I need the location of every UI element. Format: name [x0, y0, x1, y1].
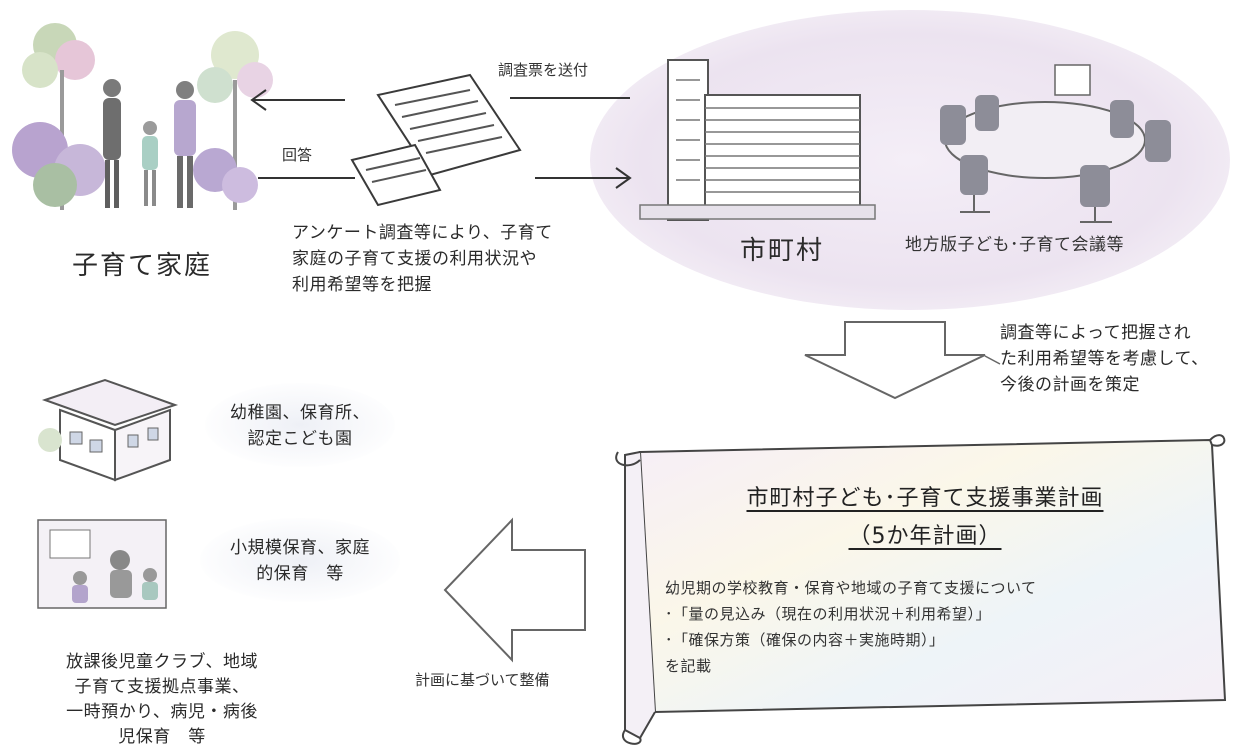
council-label: 地方版子ども･子育て会議等 — [905, 235, 1124, 255]
facility-2-line: 的保育 等 — [256, 564, 344, 584]
planning-note-line: た利用希望等を考慮して、 — [1000, 349, 1209, 369]
reply-label: 回答 — [282, 146, 313, 164]
send-survey-label: 調査票を送付 — [498, 61, 589, 79]
plan-title: 市町村子ども･子育て支援事業計画 — [746, 486, 1104, 511]
plan-body: 幼児期の学校教育・保育や地域の子育て支援について ･「量の見込み（現在の利用状況… — [665, 575, 1195, 679]
planning-note-line: 調査等によって把握され — [1000, 323, 1192, 343]
down-arrow — [804, 321, 986, 400]
send-arrow — [250, 89, 630, 111]
planning-note: 調査等によって把握され た利用希望等を考慮して、 今後の計画を策定 — [1000, 320, 1240, 398]
plan-heading: 市町村子ども･子育て支援事業計画 （5か年計画） — [660, 480, 1190, 550]
city-hall-illustration — [639, 59, 876, 221]
facility-2-background — [200, 518, 400, 602]
kindergarten-illustration — [38, 378, 179, 482]
plan-body-line: ･「量の見込み（現在の利用状況＋利用希望）」 — [665, 605, 992, 623]
family-illustration — [12, 23, 273, 210]
survey-note-line: アンケート調査等により、子育て — [292, 223, 553, 243]
development-label: 計画に基づいて整備 — [415, 671, 550, 689]
facility-1-background — [205, 383, 395, 467]
facility-2-line: 小規模保育、家庭 — [230, 538, 370, 558]
planning-note-line: 今後の計画を策定 — [1000, 375, 1140, 395]
facility-3-line: 放課後児童クラブ、地域 — [66, 652, 258, 672]
survey-note-line: 家庭の子育て支援の利用状況や — [292, 249, 537, 269]
facility-1-line: 幼稚園、保育所、 — [230, 403, 370, 423]
facility-3-line: 児保育 等 — [118, 727, 206, 747]
down-arrow-leader — [984, 355, 1001, 365]
facility-2-label: 小規模保育、家庭 的保育 等 — [185, 535, 415, 587]
left-arrow — [443, 517, 586, 663]
plan-body-line: を記載 — [665, 657, 712, 675]
plan-subtitle: （5か年計画） — [848, 524, 1002, 549]
plan-body-line: ･「確保方策（確保の内容＋実施時期）」 — [665, 631, 945, 649]
survey-form-illustration — [350, 73, 522, 207]
facility-3-line: 子育て支援拠点事業、 — [74, 677, 250, 697]
survey-note-line: 利用希望等を把握 — [292, 275, 432, 295]
survey-note: アンケート調査等により、子育て 家庭の子育て支援の利用状況や 利用希望等を把握 — [292, 220, 612, 298]
small-childcare-illustration — [37, 519, 167, 609]
reply-arrow — [258, 167, 632, 189]
municipality-label: 市町村 — [740, 236, 825, 266]
plan-scroll — [615, 434, 1227, 745]
plan-body-line: 幼児期の学校教育・保育や地域の子育て支援について — [665, 579, 1037, 597]
facility-1-label: 幼稚園、保育所、 認定こども園 — [190, 400, 410, 452]
facility-1-line: 認定こども園 — [247, 429, 353, 449]
facility-3-label: 放課後児童クラブ、地域 子育て支援拠点事業、 一時預かり、病児・病後 児保育 等 — [22, 650, 302, 750]
meeting-illustration — [940, 64, 1171, 223]
facility-3-line: 一時預かり、病児・病後 — [66, 702, 258, 722]
family-label: 子育て家庭 — [72, 251, 213, 281]
